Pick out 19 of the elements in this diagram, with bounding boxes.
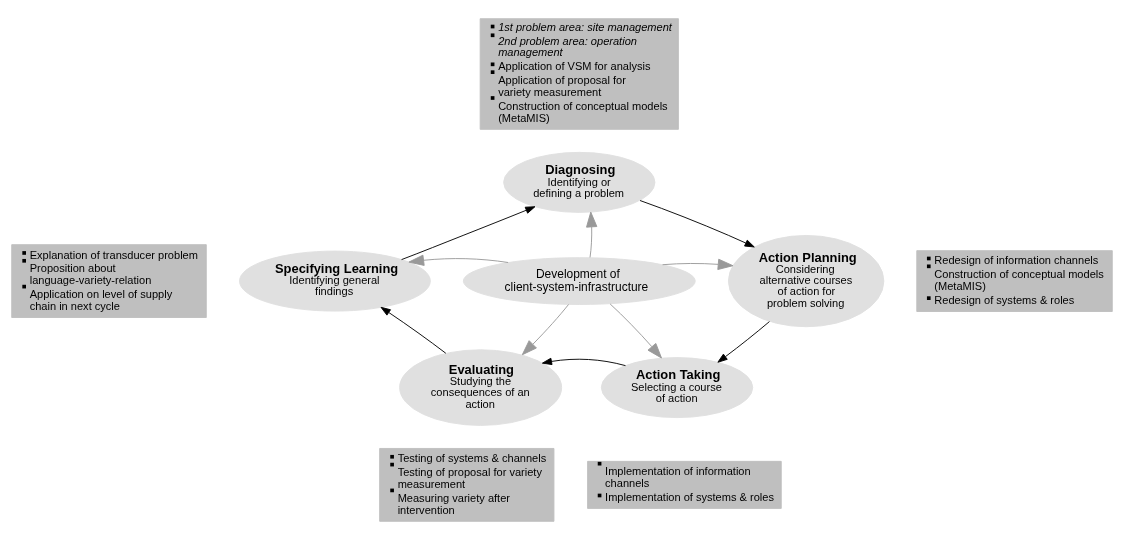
arrow xyxy=(408,254,509,266)
arrow xyxy=(609,303,662,359)
arrow xyxy=(541,357,626,367)
node-ellipse: Evaluating Studying the consequences of an action xyxy=(399,349,563,426)
node-box: Redesign of information channels Construction of conceptual models (MetaMIS) Redesign of systems & roles xyxy=(916,250,1113,312)
arrow xyxy=(717,321,770,363)
node-box: 1st problem area: site management 2nd problem area: operation management Application of VSM for analysis Application of proposal for variety measurement Construction of conceptual models (MetaMIS) xyxy=(479,18,679,130)
node-ellipse: Action Taking Selecting a course of action xyxy=(600,357,754,419)
arrow xyxy=(401,206,536,261)
arrow xyxy=(586,211,598,258)
node-ellipse: Development of client-system-infrastructure xyxy=(462,257,696,305)
arrow xyxy=(662,258,734,270)
node-box: Testing of systems & channels Testing of proposal for variety measurement Measuring variety after intervention xyxy=(379,448,555,522)
arrow xyxy=(521,304,569,356)
arrow xyxy=(639,200,755,248)
node-ellipse: Action Planning Considering alternative courses of action for problem solving xyxy=(727,235,885,328)
arrow xyxy=(380,306,447,354)
node-box: Explanation of transducer problem Proposition about language-variety-relation Application on level of supply chain in next cycle xyxy=(11,244,207,318)
node-ellipse: Specifying Learning Identifying general findings xyxy=(239,250,431,312)
